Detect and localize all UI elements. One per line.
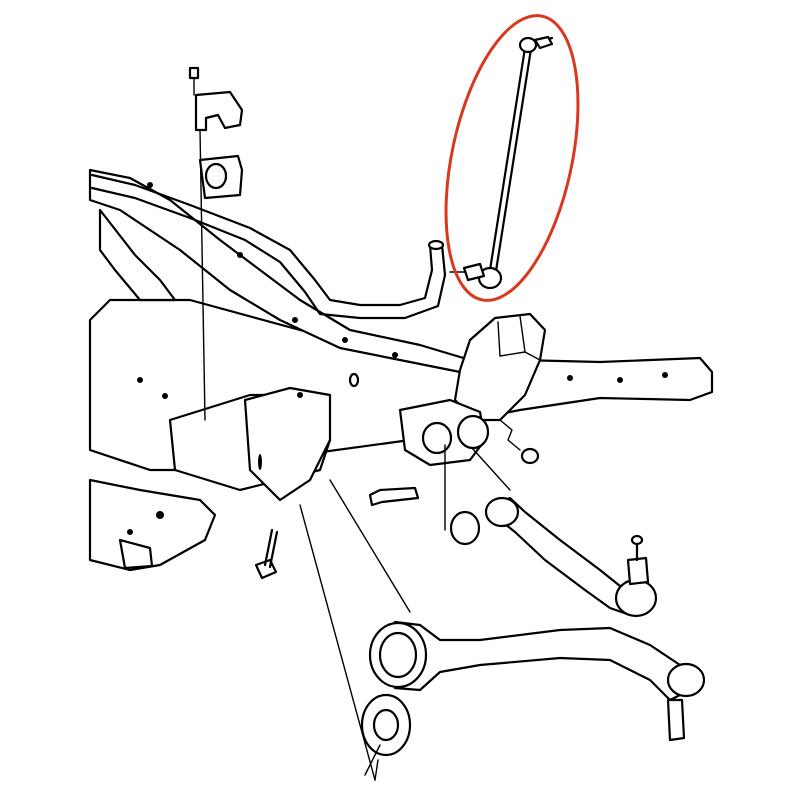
frame-holes bbox=[127, 182, 668, 535]
subframe bbox=[88, 168, 714, 572]
stabilizer-link bbox=[449, 35, 554, 290]
stabilizer-bar bbox=[90, 173, 447, 320]
stabilizer-link-highlight bbox=[444, 14, 580, 302]
lower-control-arm bbox=[360, 620, 706, 757]
clamp-leader-line bbox=[199, 129, 206, 421]
leader-lines bbox=[299, 419, 521, 781]
stabilizer-clamp bbox=[188, 66, 244, 200]
tension-strut bbox=[449, 496, 658, 618]
fasteners bbox=[254, 372, 540, 580]
